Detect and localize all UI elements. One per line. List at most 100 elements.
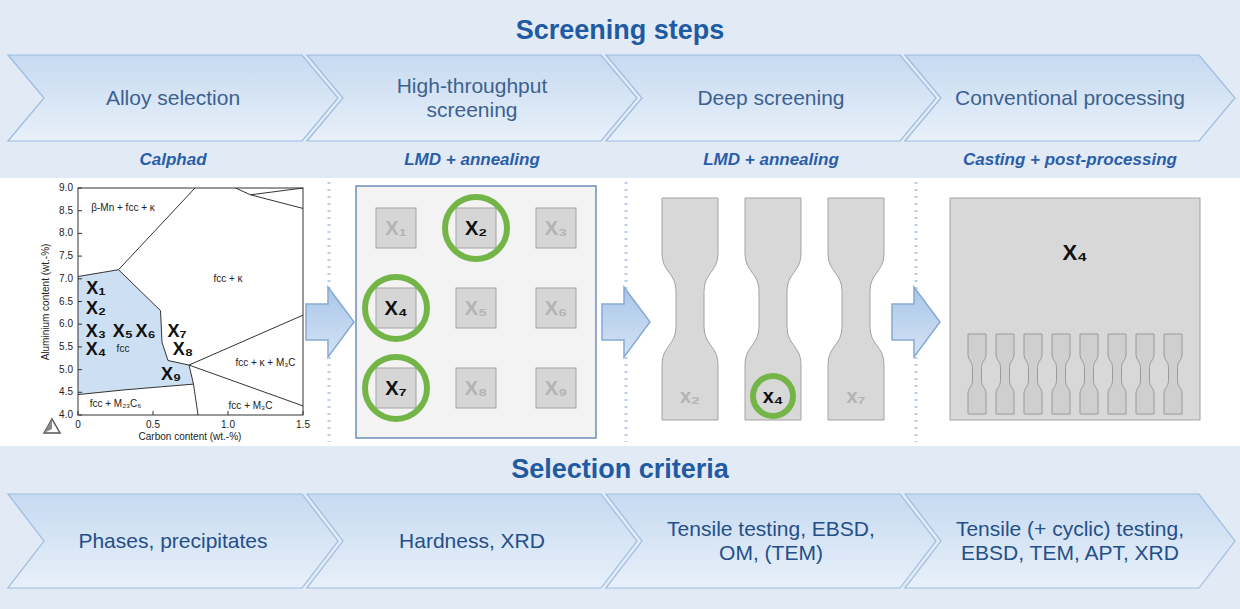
step-method: LMD + annealing — [703, 151, 839, 168]
criteria-chevron: Hardness, XRD — [307, 494, 637, 588]
sample-label: x₂ — [680, 386, 700, 406]
step-method: Calphad — [139, 151, 206, 168]
selection-ring — [365, 277, 427, 339]
axis-tick-label: 6.5 — [59, 297, 73, 307]
tick-mark — [78, 415, 82, 416]
tick-mark — [78, 392, 82, 393]
sample-plate — [356, 186, 596, 438]
axis-title: Aluminium content (wt.-%) — [41, 243, 51, 360]
tick-mark — [78, 346, 82, 347]
tick-mark — [78, 188, 82, 189]
criteria-chevron: Phases, precipitates — [8, 494, 338, 588]
tensile-specimen: x₇ — [828, 198, 884, 420]
mini-specimen — [1052, 334, 1070, 414]
tick-mark — [303, 411, 304, 415]
sample-label: X₁ — [385, 218, 407, 238]
axis-tick-label: 7.5 — [59, 251, 73, 261]
sample-label: X₂ — [465, 218, 487, 238]
mini-specimen — [1080, 334, 1098, 414]
square-outline — [456, 288, 496, 328]
block-arrow — [602, 287, 650, 357]
axis-tick-label: 5.0 — [59, 365, 73, 375]
sample-label: X₄ — [1062, 242, 1087, 264]
chevron-outline — [905, 494, 1235, 588]
axis-tick-label: 8.5 — [59, 206, 73, 216]
sample-square: X₁ — [376, 208, 416, 248]
phase-boundary — [251, 188, 304, 195]
software-logo — [44, 419, 60, 433]
sample-label: X₈ — [465, 378, 488, 398]
square-outline — [376, 368, 416, 408]
phase-region-label: fcc + M₂₃C₆ — [90, 399, 142, 409]
sample-square: X₈ — [456, 368, 496, 408]
alloy-marker: X₁ — [86, 279, 105, 297]
tensile-specimen: x₄ — [745, 198, 801, 420]
cast-block-shape — [950, 198, 1200, 420]
square-outline — [536, 368, 576, 408]
chevron-outline — [606, 55, 936, 141]
step-text: Conventional processing — [955, 86, 1185, 110]
sample-square: X₂ — [456, 208, 496, 248]
step-text: Deep screening — [697, 86, 844, 110]
specimen-outline — [745, 198, 801, 420]
step-text: Alloy selection — [106, 86, 240, 110]
tick-mark — [78, 278, 82, 279]
sample-label: X₅ — [465, 298, 488, 318]
chevron-outline — [606, 494, 936, 588]
step-chevron: High-throughput screening — [307, 55, 637, 141]
block-arrow — [306, 287, 354, 357]
step-method: LMD + annealing — [404, 151, 540, 168]
axis-title: Carbon content (wt.-%) — [139, 432, 242, 442]
alloy-marker: X₉ — [161, 365, 181, 383]
tick-mark — [78, 233, 82, 234]
step-text: Tensile testing, EBSD, OM, (TEM) — [648, 517, 894, 565]
selection-ring — [445, 197, 507, 259]
alloy-marker: X₇ — [167, 322, 186, 340]
axis-tick-label: 0 — [75, 420, 81, 430]
phase-region-label: fcc + M₃C — [229, 401, 273, 411]
alloy-marker: X₄ — [86, 340, 107, 358]
axis-tick-label: 1.0 — [221, 420, 235, 430]
bottom-band — [0, 446, 1240, 609]
square-outline — [456, 208, 496, 248]
sample-square: X₃ — [536, 208, 576, 248]
square-outline — [376, 288, 416, 328]
alloy-marker: X₂ — [86, 299, 106, 317]
axis-tick-label: 0.5 — [146, 420, 160, 430]
tick-mark — [78, 411, 79, 415]
axis-tick-label: 4.0 — [59, 410, 73, 420]
tick-mark — [78, 256, 82, 257]
block-outline — [950, 198, 1200, 420]
alloy-marker: X₆ — [135, 322, 155, 340]
tick-mark — [78, 369, 82, 370]
panel-separators — [329, 182, 916, 442]
middle-panel — [0, 178, 1240, 446]
criteria-chevron: Tensile testing, EBSD, OM, (TEM) — [606, 494, 936, 588]
alloy-marker: X₈ — [173, 340, 193, 358]
phase-boundary — [236, 188, 304, 208]
phase-region-label: β-Mn + fcc + κ — [91, 203, 155, 213]
selection-ring — [753, 376, 793, 416]
sample-label: X₉ — [545, 378, 567, 398]
axis-tick-label: 7.0 — [59, 274, 73, 284]
mini-specimen — [1164, 334, 1182, 414]
tick-mark — [78, 301, 82, 302]
fcc-region — [78, 270, 194, 395]
step-text: Hardness, XRD — [399, 529, 545, 553]
specimen-outline — [662, 198, 718, 420]
sample-square: X₉ — [536, 368, 576, 408]
sample-label: x₄ — [763, 386, 784, 406]
phase-region-label: fcc — [117, 344, 130, 354]
chevron-outline — [8, 55, 338, 141]
phase-boundary — [78, 384, 194, 394]
specimen-outline — [828, 198, 884, 420]
sample-label: X₄ — [385, 298, 408, 318]
sample-label: X₇ — [385, 378, 406, 398]
square-outline — [536, 208, 576, 248]
phase-region-label: fcc + κ — [213, 274, 242, 284]
chevron-outline — [307, 55, 637, 141]
mini-specimen — [1136, 334, 1154, 414]
phase-diagram — [44, 188, 303, 433]
axis-tick-label: 1.5 — [296, 420, 310, 430]
chevron-outline — [8, 494, 338, 588]
